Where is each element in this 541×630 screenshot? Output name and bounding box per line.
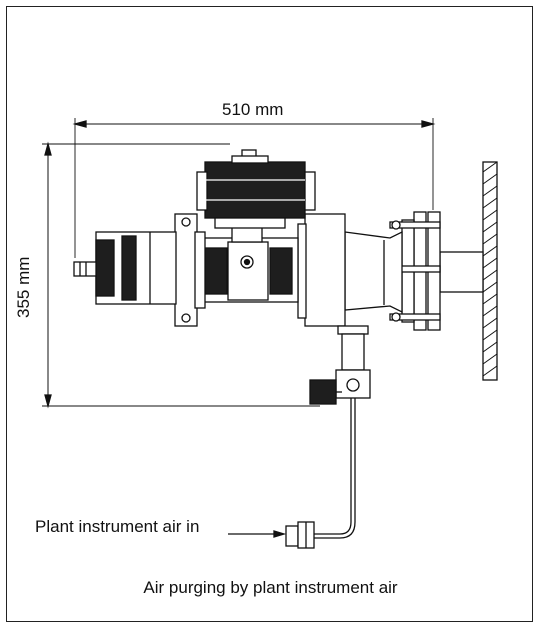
air-inlet-fitting — [285, 521, 315, 549]
width-dimension-label: 510 mm — [222, 100, 284, 119]
air-tube — [312, 398, 356, 539]
sensor-housing — [73, 231, 177, 305]
right-flange — [297, 213, 346, 327]
height-dimension — [42, 141, 320, 409]
width-dimension — [72, 118, 436, 258]
left-flange — [174, 213, 206, 327]
wall-nozzle — [389, 211, 484, 331]
air-in-arrow — [228, 530, 287, 538]
air-inlet-label: Plant instrument air in — [35, 517, 200, 536]
ball-valve — [199, 225, 299, 303]
pneumatic-actuator — [196, 149, 316, 229]
drawing-border — [6, 6, 533, 622]
mounting-wall — [482, 161, 498, 381]
figure-caption: Air purging by plant instrument air — [143, 578, 398, 597]
height-dimension-label: 355 mm — [14, 256, 33, 318]
purge-fitting — [309, 325, 371, 405]
reducer-body — [344, 230, 403, 314]
